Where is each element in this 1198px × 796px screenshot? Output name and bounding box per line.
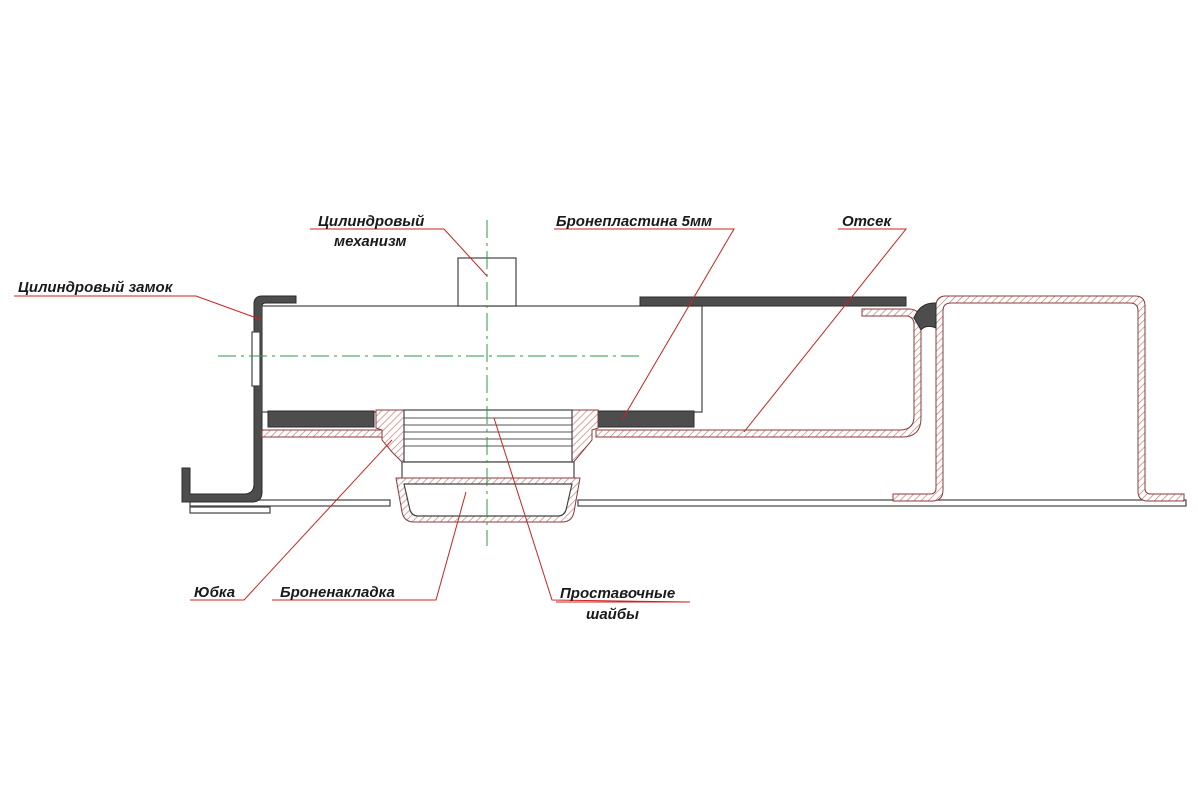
armor-plate-top: [639, 296, 907, 307]
label-skirt: Юбка: [194, 584, 235, 601]
leader-lines: [14, 228, 908, 603]
label-armor-plate: Бронепластина 5мм: [556, 213, 712, 230]
label-spacer-washers-line2: шайбы: [586, 606, 639, 623]
label-compartment: Отсек: [842, 213, 892, 230]
spacer-washers: [403, 409, 573, 463]
cylinder-lock-body: [261, 305, 703, 413]
label-cylinder-mechanism-line1: Цилиндровый: [318, 213, 424, 230]
armor-plate-strips: [267, 410, 695, 428]
compartment-profile: [892, 295, 1185, 502]
door-base-panel: [189, 499, 1187, 514]
label-spacer-washers-line1: Проставочные: [560, 585, 675, 602]
label-cylinder-lock: Цилиндровый замок: [18, 279, 174, 296]
left-bracket: [181, 295, 297, 503]
label-cylinder-mechanism-line2: механизм: [334, 233, 407, 250]
center-axes: [218, 220, 640, 546]
armor-overlay-cup: [395, 461, 581, 523]
label-armor-overlay: Броненакладка: [280, 584, 395, 601]
